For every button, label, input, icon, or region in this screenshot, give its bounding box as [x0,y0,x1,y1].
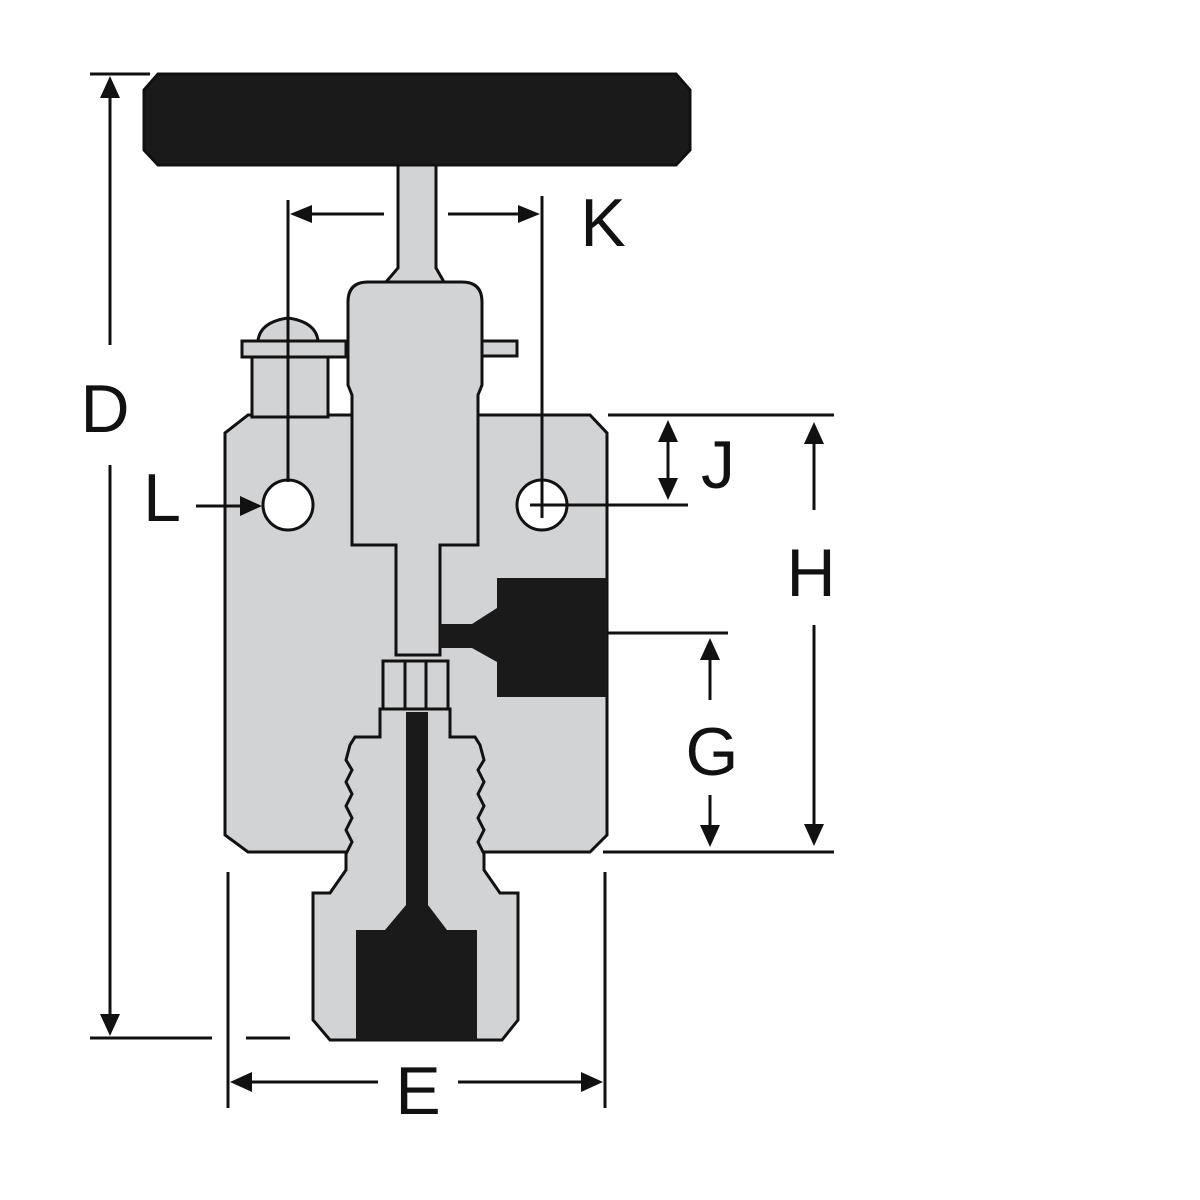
dimension-E: E [226,872,607,1129]
label-L: L [143,460,181,536]
valve-assembly [142,72,692,1042]
dimension-J: J [530,413,834,507]
handle [142,72,692,167]
valve-stem [382,163,447,284]
dimension-L: L [143,460,262,536]
left-bonnet-cap [240,316,348,419]
label-J: J [701,427,735,503]
label-G: G [686,714,739,790]
label-D: D [80,371,129,447]
dimension-D: D [80,72,290,1040]
inlet-bore [356,712,477,1040]
mounting-hole-left [261,478,315,532]
dimension-G: G [607,631,739,847]
bonnet [346,280,484,657]
stem-tip [381,659,450,711]
side-outlet-port [440,578,607,697]
label-H: H [786,535,835,611]
dimension-K: K [286,185,626,518]
label-K: K [580,185,625,261]
label-E: E [395,1053,440,1129]
dimension-H: H [603,422,836,854]
